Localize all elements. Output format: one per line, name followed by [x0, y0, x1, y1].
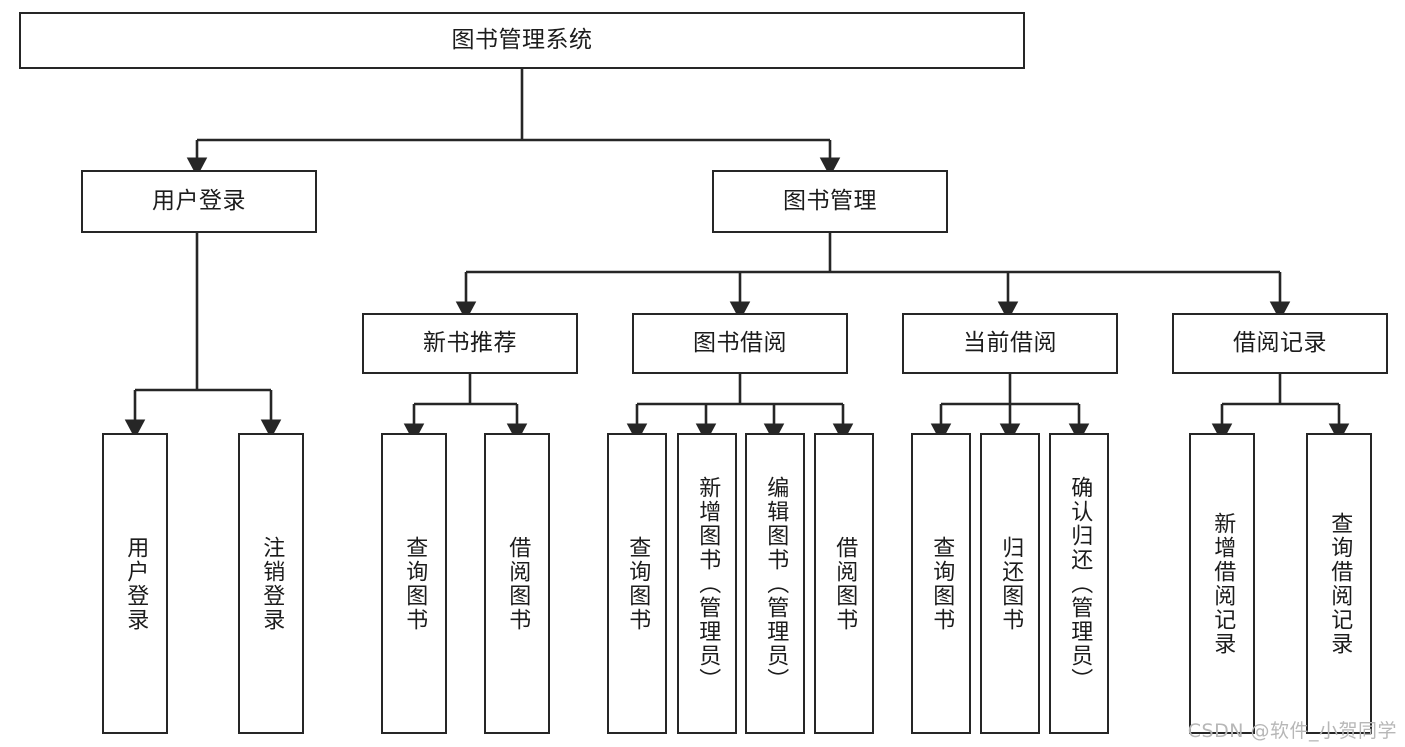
leaf-query-book-3-label: 查询图书	[929, 535, 955, 632]
csdn-watermark: CSDN @软件_小贺同学	[1187, 720, 1397, 742]
leaf-add-record-label: 新增借阅记录	[1210, 511, 1236, 656]
node-borrow-record-label: 借阅记录	[1233, 329, 1327, 356]
node-new-book-rec-label: 新书推荐	[423, 329, 517, 356]
leaf-confirm-return-label: 确认归还（管理员）	[1067, 475, 1093, 692]
leaf-return-book[interactable]: 归还图书	[980, 433, 1040, 734]
node-borrow-record[interactable]: 借阅记录	[1172, 313, 1388, 374]
leaf-confirm-return[interactable]: 确认归还（管理员）	[1049, 433, 1109, 734]
leaf-add-book[interactable]: 新增图书（管理员）	[677, 433, 737, 734]
leaf-query-book-2[interactable]: 查询图书	[607, 433, 667, 734]
leaf-query-record-label: 查询借阅记录	[1327, 511, 1353, 656]
leaf-borrow-book-1-label: 借阅图书	[505, 535, 531, 632]
leaf-add-record[interactable]: 新增借阅记录	[1189, 433, 1255, 734]
leaf-query-book-2-label: 查询图书	[625, 535, 651, 632]
node-user-login[interactable]: 用户登录	[81, 170, 317, 233]
leaf-borrow-book-2-label: 借阅图书	[832, 535, 858, 632]
node-book-manage-label: 图书管理	[783, 187, 877, 214]
leaf-query-book-1[interactable]: 查询图书	[381, 433, 447, 734]
node-user-login-label: 用户登录	[152, 187, 246, 214]
node-book-manage[interactable]: 图书管理	[712, 170, 948, 233]
node-book-borrow[interactable]: 图书借阅	[632, 313, 848, 374]
leaf-borrow-book-2[interactable]: 借阅图书	[814, 433, 874, 734]
leaf-return-book-label: 归还图书	[998, 535, 1024, 632]
node-root-label: 图书管理系统	[451, 26, 593, 53]
leaf-logout-label: 注销登录	[259, 535, 285, 632]
leaf-query-book-3[interactable]: 查询图书	[911, 433, 971, 734]
node-current-borrow-label: 当前借阅	[963, 329, 1057, 356]
leaf-edit-book[interactable]: 编辑图书（管理员）	[745, 433, 805, 734]
leaf-query-book-1-label: 查询图书	[402, 535, 428, 632]
node-root[interactable]: 图书管理系统	[19, 12, 1025, 69]
leaf-logout[interactable]: 注销登录	[238, 433, 304, 734]
leaf-user-login-label: 用户登录	[123, 535, 149, 632]
node-current-borrow[interactable]: 当前借阅	[902, 313, 1118, 374]
leaf-add-book-label: 新增图书（管理员）	[695, 475, 721, 692]
leaf-user-login[interactable]: 用户登录	[102, 433, 168, 734]
leaf-edit-book-label: 编辑图书（管理员）	[763, 475, 789, 692]
leaf-borrow-book-1[interactable]: 借阅图书	[484, 433, 550, 734]
node-book-borrow-label: 图书借阅	[693, 329, 787, 356]
leaf-query-record[interactable]: 查询借阅记录	[1306, 433, 1372, 734]
node-new-book-rec[interactable]: 新书推荐	[362, 313, 578, 374]
